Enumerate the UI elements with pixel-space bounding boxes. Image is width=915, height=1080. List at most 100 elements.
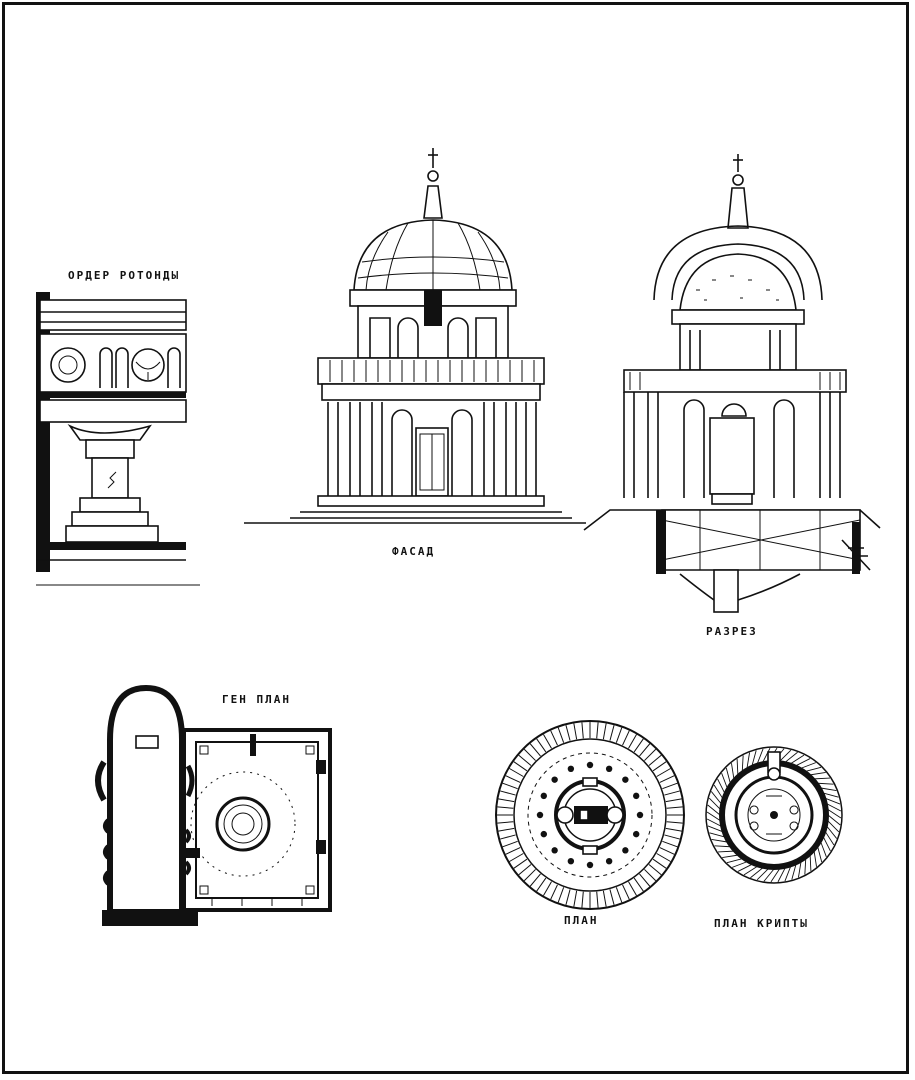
hatch-line: [664, 790, 680, 796]
section-drawing: [583, 154, 881, 613]
hatch-line: [790, 754, 805, 765]
hatch-line: [805, 766, 822, 772]
label-facade: ФАСАД: [392, 545, 435, 558]
hatch-line: [798, 861, 802, 878]
hatch-line: [505, 775, 521, 783]
hatch-line: [665, 798, 682, 803]
hatch-line: [666, 806, 683, 809]
hatch-line: [581, 891, 584, 908]
plan-column: [636, 811, 644, 819]
hatch-line: [602, 890, 607, 907]
plan-column: [632, 792, 640, 800]
hatch-line: [725, 767, 731, 784]
hatch-line: [706, 811, 721, 822]
plan-column: [536, 811, 544, 819]
hatch-line: [633, 738, 644, 753]
hatch-line: [813, 851, 817, 867]
hatch-line: [707, 804, 721, 816]
plan-column: [567, 765, 575, 773]
hatch-line: [662, 840, 678, 848]
hatch-line: [596, 722, 599, 739]
hatch-line: [529, 743, 541, 757]
hatch-line: [721, 773, 728, 789]
hatch-line: [726, 858, 743, 864]
hatch-line: [817, 782, 834, 785]
hatch-line: [718, 850, 734, 853]
hatch-line: [826, 803, 842, 812]
plan-column: [551, 847, 558, 854]
hatch-line: [596, 891, 599, 908]
hatch-line: [639, 743, 651, 757]
hatch-line: [751, 750, 757, 766]
hatch-line: [756, 748, 764, 764]
plan-column: [605, 765, 613, 773]
hatch-line: [498, 798, 515, 803]
hatch-line: [710, 791, 722, 805]
hatch-line: [746, 752, 750, 769]
label-crypt-plan: ПЛАН КРИПТЫ: [714, 917, 809, 930]
hatch-line: [523, 869, 536, 882]
hatch-line: [497, 821, 514, 824]
hatch-line: [665, 827, 682, 832]
hatch-line: [763, 868, 775, 882]
hatch-line: [708, 797, 721, 810]
hatch-line: [770, 868, 781, 883]
hatch-line: [820, 787, 837, 791]
hatch-line: [652, 761, 667, 772]
hatch-line: [633, 877, 644, 892]
hatch-line: [498, 827, 515, 832]
label-order: ОРДЕР РОТОНДЫ: [68, 269, 180, 282]
hatch-line: [827, 814, 841, 826]
hatch-line: [550, 884, 558, 900]
hatch-line: [565, 725, 571, 741]
hatch-line: [518, 864, 532, 876]
hatch-line: [523, 748, 536, 761]
hatch-line: [497, 806, 514, 809]
plan-column: [632, 830, 640, 838]
hatch-line: [779, 749, 792, 762]
hatch-line: [784, 866, 792, 882]
hatch-line: [565, 889, 571, 905]
hatch-line: [509, 768, 524, 777]
hatch-line: [543, 881, 552, 896]
hatch-line: [711, 839, 728, 843]
hatch-line: [824, 831, 835, 846]
plan-column: [622, 847, 629, 854]
hatch-line: [662, 782, 678, 790]
plan-column: [586, 761, 594, 769]
plan-column: [551, 776, 558, 783]
hatch-line: [502, 840, 518, 848]
general-plan-drawing: [95, 684, 332, 926]
hatch-line: [500, 790, 516, 796]
hatch-line: [529, 873, 541, 887]
hatch-line: [814, 777, 830, 780]
hatch-line: [644, 869, 657, 882]
hatch-line: [717, 778, 726, 794]
hatch-line: [823, 792, 839, 798]
order-detail-drawing: [36, 292, 200, 586]
hatch-line: [615, 727, 623, 743]
hatch-line: [784, 751, 798, 763]
hatch-line: [743, 865, 758, 876]
facade-drawing: [244, 148, 586, 524]
hatch-line: [741, 755, 744, 772]
hatch-line: [602, 723, 607, 740]
hatch-line: [737, 863, 753, 872]
label-genplan: ГЕН ПЛАН: [222, 693, 291, 706]
hatch-line: [709, 832, 725, 838]
hatch-line: [826, 825, 838, 839]
plan-column: [540, 792, 548, 800]
hatch-line: [639, 873, 651, 887]
hatch-line: [609, 889, 615, 905]
hatch-line: [736, 759, 739, 775]
hatch-line: [622, 884, 630, 900]
plan-column: [622, 776, 629, 783]
hatch-line: [822, 836, 831, 852]
hatch-line: [820, 841, 827, 857]
hatch-line: [804, 858, 807, 875]
hatch-line: [648, 864, 662, 876]
hatch-line: [659, 775, 675, 783]
hatch-line: [732, 861, 748, 868]
hatch-line: [615, 887, 623, 903]
hatch-line: [656, 768, 671, 777]
